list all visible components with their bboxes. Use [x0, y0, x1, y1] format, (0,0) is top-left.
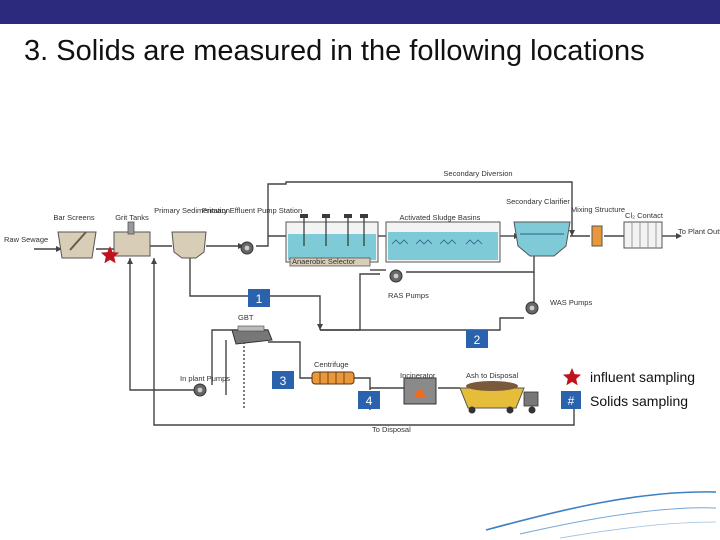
sampling-point-4-label: 4 [366, 394, 373, 408]
label-grit-tanks: Grit Tanks [115, 213, 149, 222]
label-primary-sedimentation: Primary Sedimentation [154, 206, 230, 215]
label-ras-pumps: RAS Pumps [388, 291, 429, 300]
legend-solids-label: Solids sampling [590, 393, 688, 409]
label-activated-sludge-basins: Activated Sludge Basins [400, 213, 481, 222]
sampling-point-3: 3 [272, 371, 294, 389]
anaerobic-selector [289, 257, 371, 267]
influent-star-icon [100, 246, 120, 264]
was-pumps [525, 301, 539, 315]
cl2-contact [623, 221, 663, 249]
label-primary-effluent-pump-station: Primary Effluent Pump Station [202, 206, 302, 215]
label-incinerator: Incinerator [400, 371, 436, 380]
gbt [231, 325, 273, 345]
flow-arrows [56, 230, 682, 391]
legend-hash-symbol: # [568, 394, 575, 408]
label-secondary-clarifier: Secondary Clarifier [506, 197, 570, 206]
sampling-point-1: 1 [248, 289, 270, 307]
diagram-labels: Secondary Diversion Bar Screens Grit Tan… [4, 169, 720, 434]
mixing-structure [591, 225, 603, 247]
label-ash-to-disposal: Ash to Disposal [466, 371, 518, 380]
legend: influent sampling # Solids sampling [561, 368, 695, 409]
legend-hash-marker [561, 391, 581, 409]
process-flow-diagram: Secondary Diversion Bar Screens Grit Tan… [4, 169, 720, 539]
slide-title: 3. Solids are measured in the following … [24, 35, 645, 67]
incinerator [403, 377, 437, 405]
legend-star-icon [562, 368, 582, 386]
decorative-swoosh [485, 491, 717, 539]
label-anaerobic-selector: Anaerobic Selector [292, 257, 356, 266]
label-raw-sewage: Raw Sewage [4, 235, 48, 244]
sampling-point-2: 2 [466, 330, 488, 348]
primary-sedimentation [171, 231, 207, 259]
label-secondary-diversion: Secondary Diversion [443, 169, 512, 178]
legend-influent-label: influent sampling [590, 369, 695, 385]
in-plant-pumps [193, 383, 207, 397]
label-mixing-structure: Mixing Structure [571, 205, 625, 214]
label-centrifuge: Centrifuge [314, 360, 349, 369]
label-cl2-contact: Cl₂ Contact [625, 211, 664, 220]
bar-screens [57, 231, 97, 259]
grit-tanks [113, 221, 151, 257]
ash-disposal-truck [459, 381, 539, 414]
label-was-pumps: WAS Pumps [550, 298, 592, 307]
header-bar [0, 0, 720, 24]
activated-sludge-basins [285, 214, 501, 263]
secondary-clarifier [513, 221, 571, 257]
label-to-plant-outfalls: To Plant Outfalls [678, 227, 720, 236]
label-to-disposal: To Disposal [372, 425, 411, 434]
sampling-point-1-label: 1 [256, 292, 263, 306]
primary-effluent-pump [240, 241, 254, 255]
sampling-point-2-label: 2 [474, 333, 481, 347]
label-bar-screens: Bar Screens [53, 213, 95, 222]
centrifuge [311, 371, 355, 385]
ras-pumps [389, 269, 403, 283]
sampling-point-4: 4 [358, 391, 380, 409]
label-gbt: GBT [238, 313, 254, 322]
sampling-point-3-label: 3 [280, 374, 287, 388]
label-in-plant-pumps: In plant Pumps [180, 374, 230, 383]
